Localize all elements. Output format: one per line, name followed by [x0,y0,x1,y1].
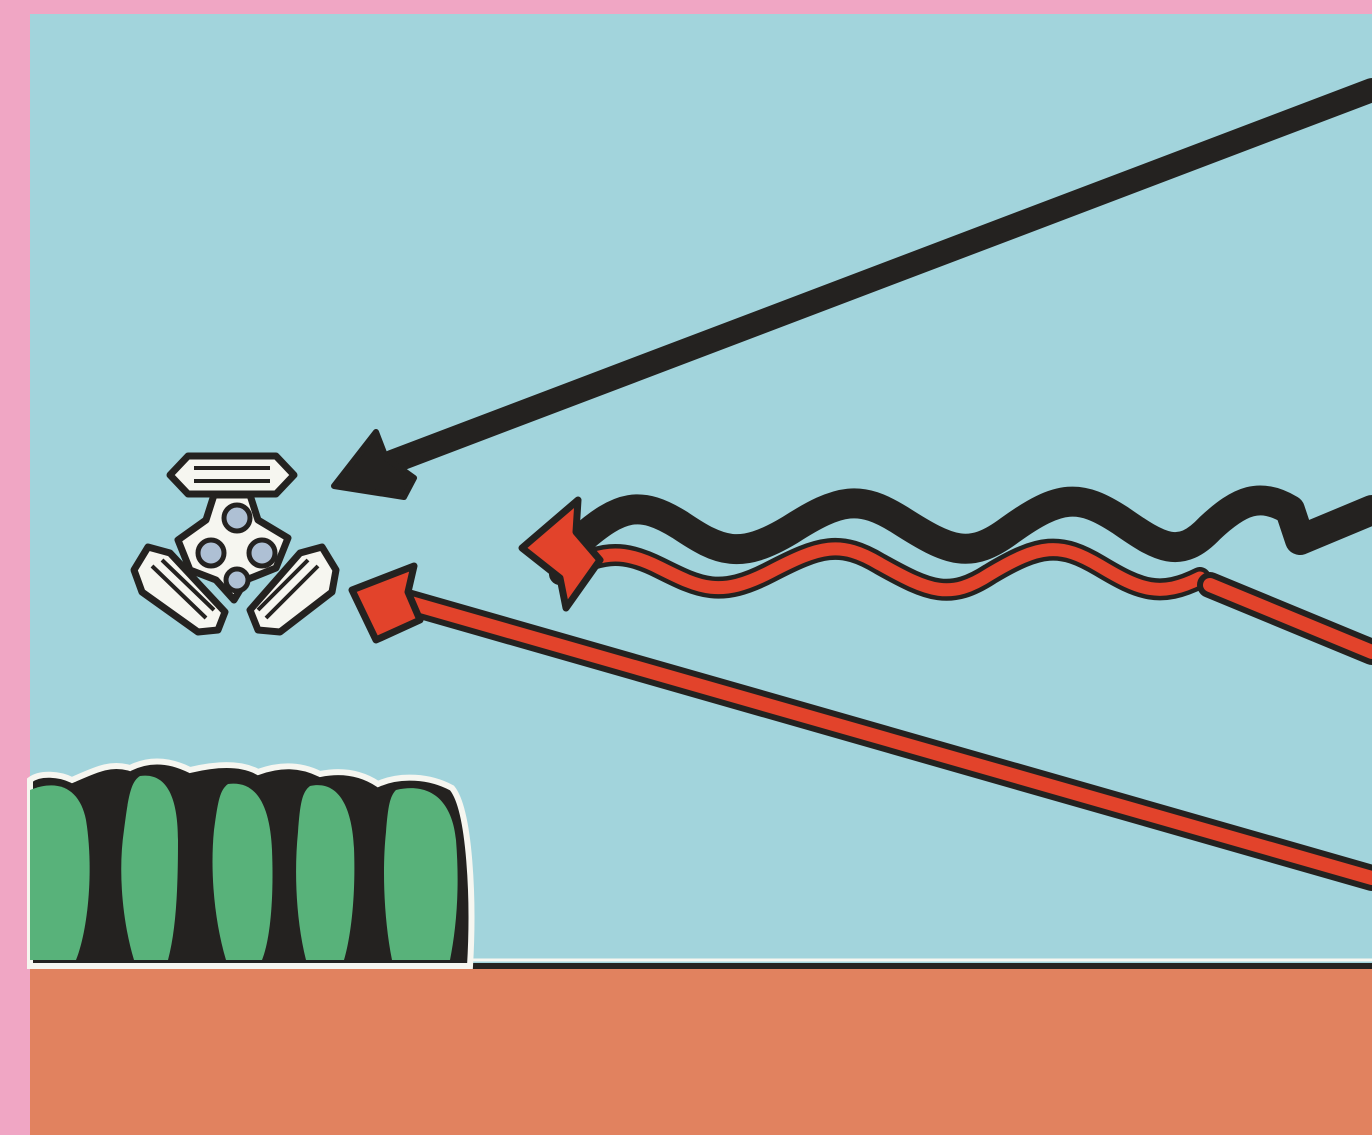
satellite-top-panel [170,456,294,494]
tree-icon [384,788,458,960]
tree-icon [121,776,178,960]
tree-icon [213,784,273,960]
ground [30,966,1372,1135]
tree-icon [30,785,90,960]
trees [30,761,471,966]
tree-icon [296,785,354,960]
